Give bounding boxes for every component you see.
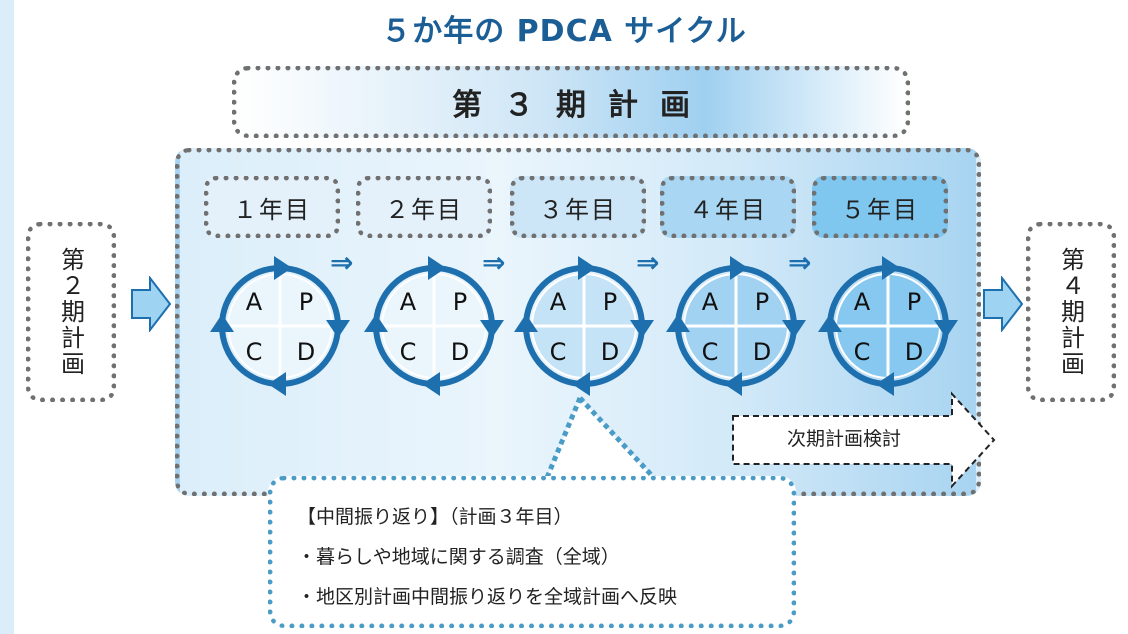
diagram-title: ５か年の PDCA サイクル [381,14,747,49]
cycle-arrowhead-icon [782,320,806,338]
pdca-cycle-5: A P C D [818,256,958,396]
pdca-a: A [550,288,567,316]
step-arrow-2-icon: ⇒ [482,246,506,279]
step-arrow-4-icon: ⇒ [788,246,812,279]
next-review-arrow-icon [732,391,996,489]
year-3-box: ３年目 [510,176,646,238]
mid-review-box: 【中間振り返り】（計画３年目） ・暮らしや地域に関する調査（全域） ・地区別計画… [268,476,796,628]
next-review-label: 次期計画検討 [786,428,901,450]
year-1-box: １年目 [204,176,340,238]
cycle-arrowhead-icon [422,372,440,396]
year-3-label: ３年目 [539,195,617,224]
cycle-arrowhead-icon [572,372,590,396]
pdca-d: D [753,338,771,366]
pdca-c: C [854,338,871,366]
pdca-a: A [400,288,417,316]
plan-banner-label: 第３期計画 [452,88,712,123]
pdca-a: A [246,288,263,316]
pdca-c: C [702,338,719,366]
cycle-arrowhead-icon [364,314,388,332]
pdca-cycle-1: A P C D [210,256,350,396]
cycle-arrowhead-icon [666,314,690,332]
pdca-d: D [601,338,619,366]
cycle-arrowhead-icon [428,256,446,280]
pdca-p: P [299,288,313,316]
previous-plan-label: 第２期計画 [56,247,85,377]
cycle-arrowhead-icon [578,256,596,280]
pdca-d: D [451,338,469,366]
cycle-arrowhead-icon [724,372,742,396]
pdca-cycle-2: A P C D [364,256,504,396]
cycle-arrowhead-icon [210,314,234,332]
mid-review-heading: 【中間振り返り】（計画３年目） [297,506,573,528]
step-arrow-3-icon: ⇒ [636,246,660,279]
pdca-a: A [854,288,871,316]
cycle-arrowhead-icon [268,372,286,396]
pdca-p: P [603,288,617,316]
cycle-arrowhead-icon [326,320,350,338]
pdca-d: D [905,338,923,366]
pdca-cycle-3: A P C D [514,256,654,396]
cycle-arrowhead-icon [514,314,538,332]
cycle-arrowhead-icon [934,320,958,338]
pdca-p: P [453,288,467,316]
pdca-c: C [246,338,263,366]
step-arrow-1-icon: ⇒ [330,246,354,279]
left-edge-strip [0,0,14,634]
pdca-a: A [702,288,719,316]
mid-review-item-1: ・暮らしや地域に関する調査（全域） [297,546,620,568]
previous-plan-box: 第２期計画 [26,222,116,402]
pdca-c: C [400,338,417,366]
year-5-box: ５年目 [812,176,948,238]
cycle-arrowhead-icon [876,372,894,396]
pdca-c: C [550,338,567,366]
year-5-label: ５年目 [841,195,919,224]
year-2-box: ２年目 [356,176,492,238]
into-plan-arrow-icon [131,276,172,332]
pdca-p: P [755,288,769,316]
year-1-label: １年目 [233,195,311,224]
out-of-plan-arrow-icon [983,276,1024,332]
cycle-arrowhead-icon [818,314,842,332]
cycle-arrowhead-icon [480,320,504,338]
pdca-cycle-4: A P C D [666,256,806,396]
pdca-p: P [907,288,921,316]
year-2-label: ２年目 [385,195,463,224]
year-4-label: ４年目 [689,195,767,224]
next-plan-box: 第４期計画 [1026,222,1116,402]
cycle-arrowhead-icon [274,256,292,280]
pdca-d: D [297,338,315,366]
year-4-box: ４年目 [660,176,796,238]
cycle-arrowhead-icon [730,256,748,280]
cycle-arrowhead-icon [630,320,654,338]
next-plan-label: 第４期計画 [1056,247,1085,377]
review-callout-pointer [543,396,658,482]
cycle-arrowhead-icon [882,256,900,280]
mid-review-item-2: ・地区別計画中間振り返りを全域計画へ反映 [297,586,678,608]
plan-banner: 第３期計画 [232,66,910,138]
